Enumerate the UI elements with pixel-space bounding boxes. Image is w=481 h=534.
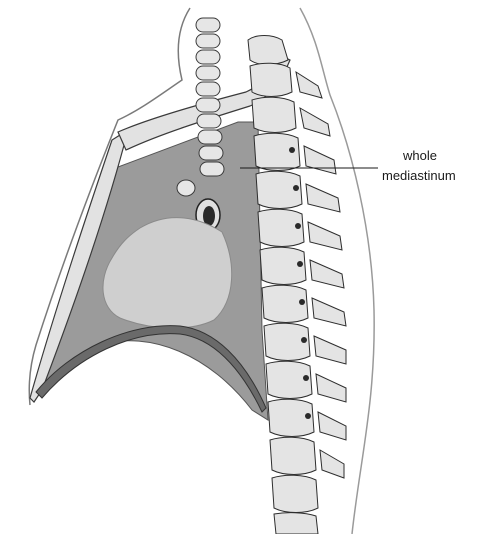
label-whole: whole (402, 148, 437, 163)
label-mediastinum: mediastinum (382, 168, 456, 183)
